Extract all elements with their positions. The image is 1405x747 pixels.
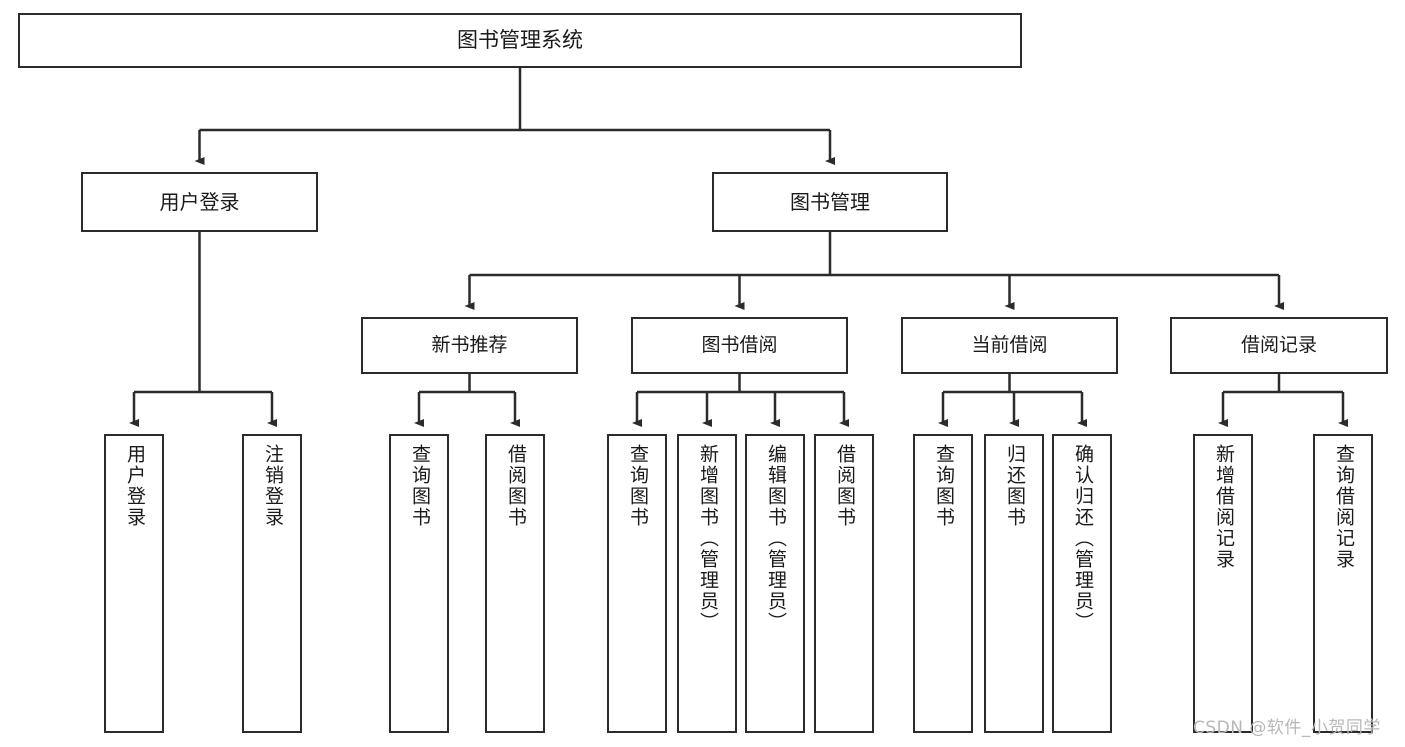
- node-label-current-borrow: 当前借阅: [971, 334, 1048, 357]
- node-label-leaf-add-borrow-record: 新增借阅记录: [1212, 444, 1235, 570]
- node-borrow-record[interactable]: 借阅记录: [1170, 317, 1388, 374]
- node-book-borrow[interactable]: 图书借阅: [631, 317, 848, 374]
- node-leaf-query-book-bor[interactable]: 查询图书: [607, 434, 667, 733]
- node-label-leaf-borrow-book-bor: 借阅图书: [833, 444, 856, 528]
- node-label-leaf-query-book-rec: 查询图书: [408, 444, 431, 528]
- node-label-leaf-borrow-book-rec: 借阅图书: [504, 444, 527, 528]
- node-root[interactable]: 图书管理系统: [18, 13, 1022, 68]
- node-label-leaf-query-borrow-record: 查询借阅记录: [1332, 444, 1355, 570]
- node-label-leaf-user-logout: 注销登录: [261, 444, 284, 528]
- node-leaf-confirm-return-admin[interactable]: 确认归还（管理员）: [1052, 434, 1112, 733]
- node-label-leaf-edit-book-admin: 编辑图书（管理员）: [764, 444, 787, 633]
- node-user-login[interactable]: 用户登录: [81, 172, 318, 232]
- node-label-new-book-recommend: 新书推荐: [431, 334, 508, 357]
- node-book-manage[interactable]: 图书管理: [712, 172, 948, 232]
- node-label-leaf-query-book-cur: 查询图书: [932, 444, 955, 528]
- node-leaf-borrow-book-bor[interactable]: 借阅图书: [814, 434, 874, 733]
- node-leaf-user-login[interactable]: 用户登录: [104, 434, 164, 733]
- node-label-borrow-record: 借阅记录: [1240, 334, 1317, 357]
- node-leaf-add-borrow-record[interactable]: 新增借阅记录: [1193, 434, 1253, 733]
- node-label-user-login: 用户登录: [159, 190, 240, 214]
- node-label-book-manage: 图书管理: [790, 190, 870, 214]
- node-label-leaf-user-login: 用户登录: [123, 444, 146, 528]
- node-label-leaf-return-book: 归还图书: [1003, 444, 1026, 528]
- node-leaf-user-logout[interactable]: 注销登录: [242, 434, 302, 733]
- node-leaf-return-book[interactable]: 归还图书: [984, 434, 1044, 733]
- node-label-leaf-confirm-return-admin: 确认归还（管理员）: [1071, 444, 1094, 633]
- node-label-book-borrow: 图书借阅: [701, 334, 778, 357]
- node-leaf-add-book-admin[interactable]: 新增图书（管理员）: [677, 434, 737, 733]
- node-new-book-recommend[interactable]: 新书推荐: [361, 317, 578, 374]
- node-leaf-query-book-cur[interactable]: 查询图书: [913, 434, 973, 733]
- node-leaf-borrow-book-rec[interactable]: 借阅图书: [485, 434, 545, 733]
- node-leaf-edit-book-admin[interactable]: 编辑图书（管理员）: [745, 434, 805, 733]
- node-current-borrow[interactable]: 当前借阅: [901, 317, 1118, 374]
- node-label-root: 图书管理系统: [457, 27, 583, 52]
- node-label-leaf-add-book-admin: 新增图书（管理员）: [696, 444, 719, 633]
- csdn-watermark: CSDN @软件_小贺同学: [1193, 718, 1381, 738]
- node-leaf-query-book-rec[interactable]: 查询图书: [389, 434, 449, 733]
- node-label-leaf-query-book-bor: 查询图书: [626, 444, 649, 528]
- node-leaf-query-borrow-record[interactable]: 查询借阅记录: [1313, 434, 1373, 733]
